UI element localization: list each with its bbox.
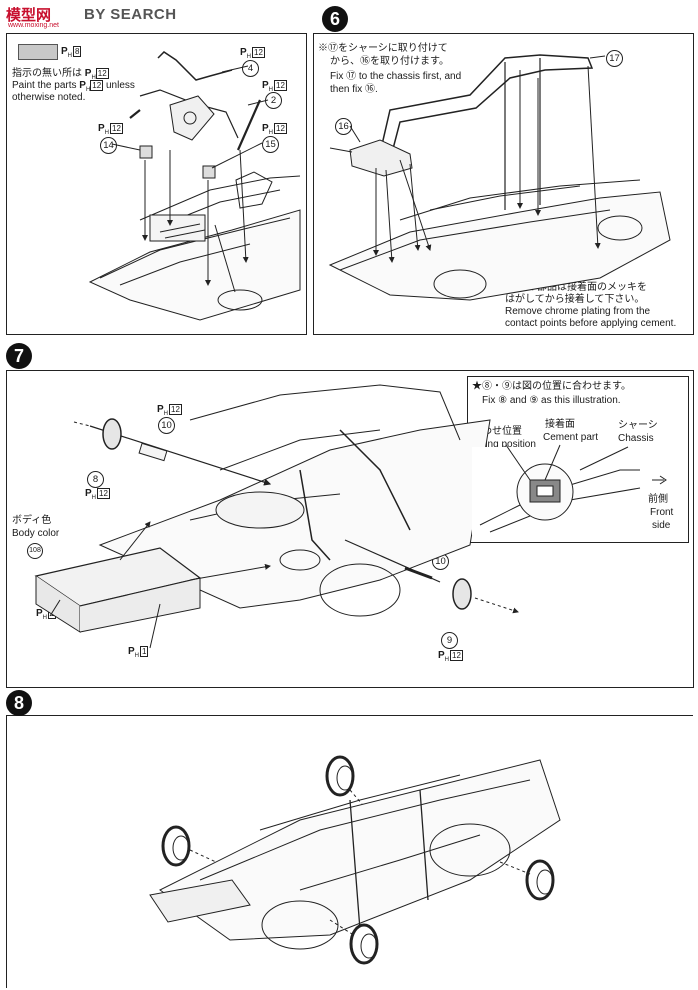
chrome-note-jp-2: はがしてから接着して下さい。 — [505, 294, 645, 305]
inset-note-jp: ★⑧・⑨は図の位置に合わせます。 — [472, 381, 631, 392]
chrome-note-en-1: Remove chrome plating from the — [505, 306, 651, 317]
front-side-en-2: side — [652, 520, 671, 531]
site-logo-mark: 模型网 — [6, 7, 52, 24]
site-logo-url: www.moxing.net — [8, 22, 59, 29]
site-logo-text: BY SEARCH — [84, 6, 177, 23]
part-10-right-label: 10 — [432, 553, 449, 570]
chassis-en: Chassis — [618, 433, 654, 444]
step6-number: 6 — [322, 6, 348, 32]
cement-part-en: Cement part — [543, 432, 599, 443]
color-swatch — [18, 44, 58, 60]
chrome-note-jp-1: ※メッキ部品は接着面のメッキを — [497, 282, 647, 293]
step6-note-jp-1: ※⑰をシャーシに取り付けて — [318, 43, 448, 54]
part-9-label: 9 — [441, 632, 458, 649]
part-16-label: 16 — [335, 118, 352, 135]
part-17-label: 17 — [606, 50, 623, 67]
part-8-label: 8 — [87, 471, 104, 488]
step8-number: 8 — [6, 690, 32, 716]
front-side-jp: 前側 — [648, 494, 668, 505]
inset-note-en: Fix ⑧ and ⑨ as this illustration. — [482, 395, 621, 406]
body-color-en: Body color — [12, 528, 60, 539]
step8-panel — [6, 715, 693, 988]
step6-note-en-1: Fix ⑰ to the chassis first, and — [330, 71, 462, 82]
part-15-label: 15 — [262, 136, 279, 153]
fixing-position-en: Fixing position — [472, 439, 536, 450]
part-10-left-label: 10 — [158, 417, 175, 434]
part-4-label: 4 — [242, 60, 259, 77]
part-14-label: 14 — [100, 137, 117, 154]
chrome-note-en-2: contact points before applying cement. — [505, 318, 677, 329]
step6-note-en-2: then fix ⑯. — [330, 84, 378, 95]
body-color-code: 108 — [27, 543, 43, 559]
chassis-jp: シャーシ — [618, 420, 658, 431]
step6-note-jp-2: から、⑯を取り付けます。 — [330, 56, 449, 67]
part-2-label: 2 — [265, 92, 282, 109]
step7-number: 7 — [6, 343, 32, 369]
body-color-jp: ボディ色 — [12, 515, 52, 526]
fixing-position-jp: 合わせ位置 — [472, 426, 522, 437]
step5-note-en-2: otherwise noted. — [12, 92, 86, 103]
cement-part-jp: 接着面 — [545, 419, 575, 430]
front-side-en-1: Front — [650, 507, 674, 518]
